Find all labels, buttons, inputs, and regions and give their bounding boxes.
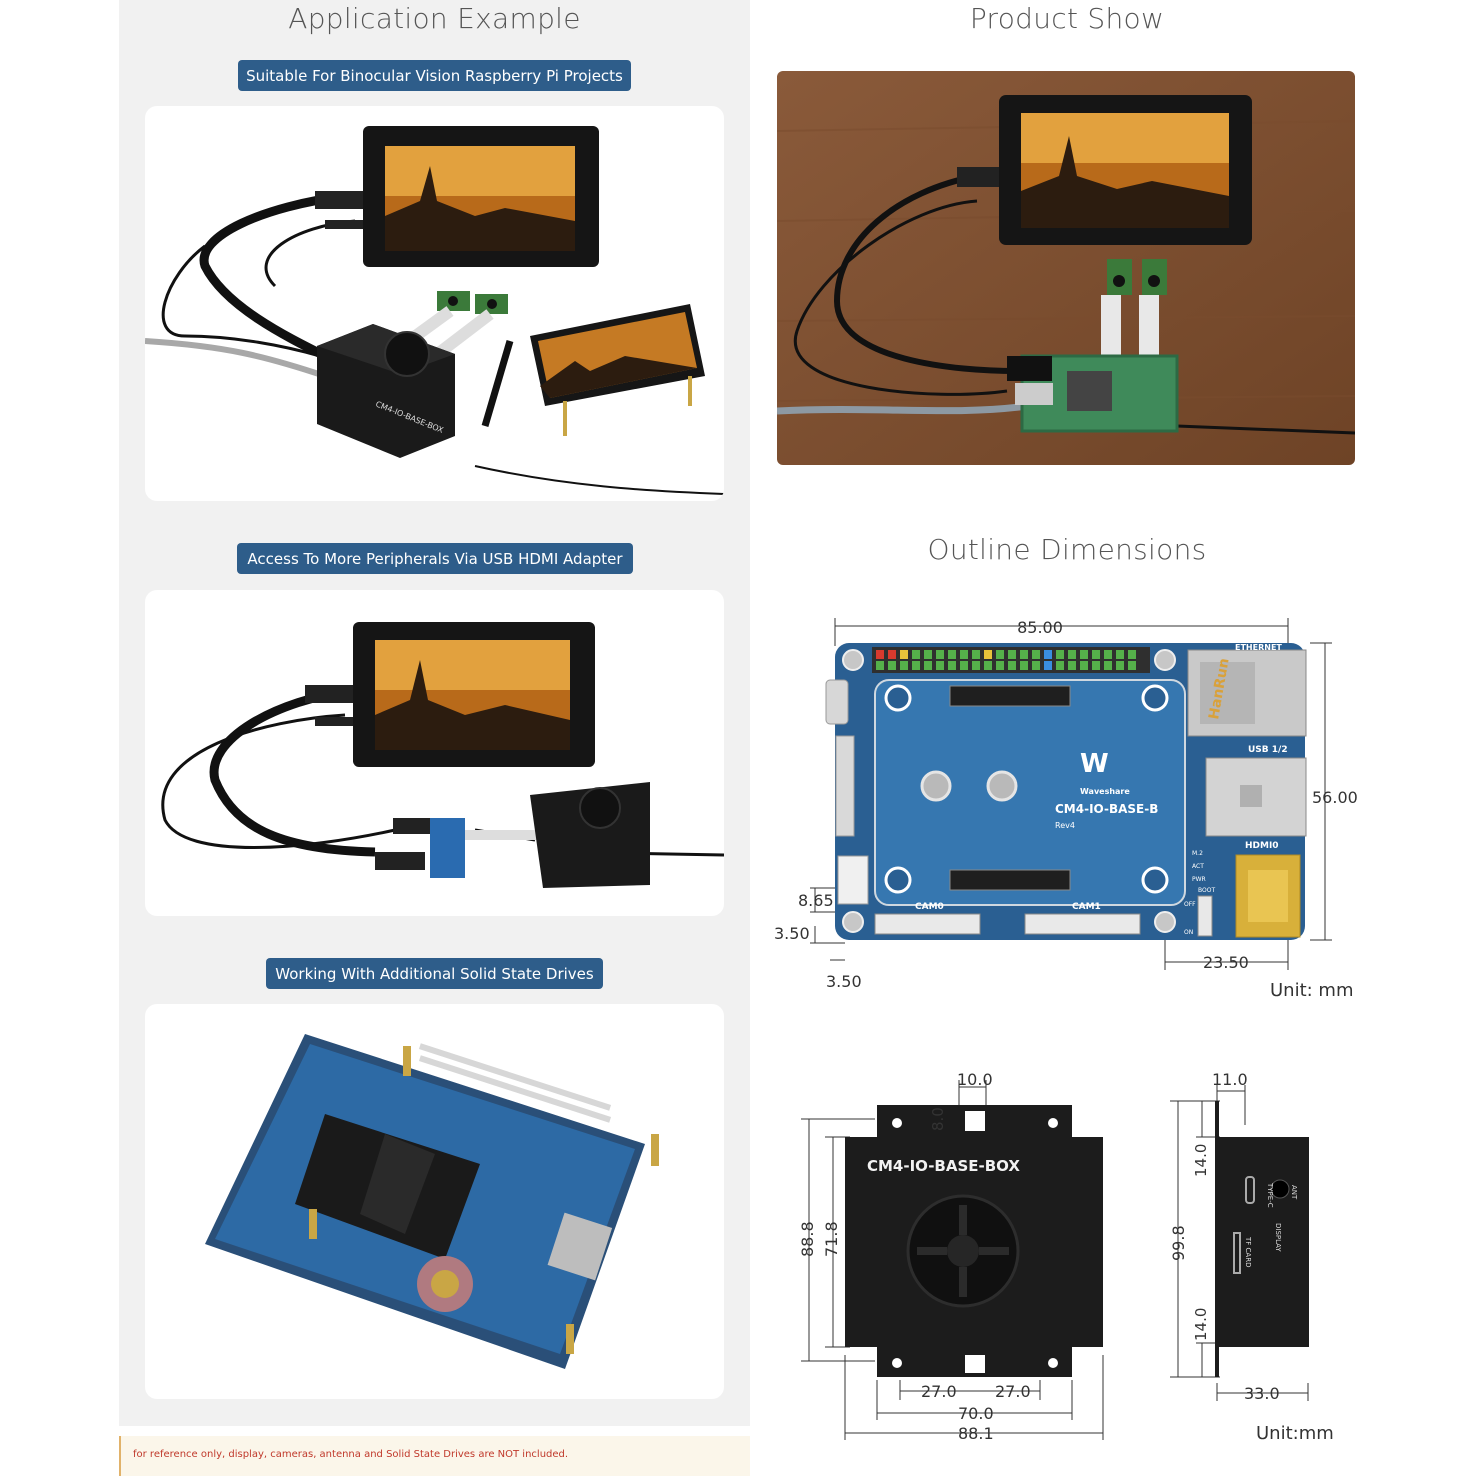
dim-350-b: 3.50 (826, 972, 862, 991)
ethernet-label: ETHERNET (1235, 643, 1282, 652)
dim-side-lower: 14.0 (1192, 1308, 1210, 1341)
hdmi-label: HDMI0 (1245, 841, 1279, 851)
binocular-setup-image: CM4-IO-BASE-BOX (145, 126, 724, 495)
cam1-label: CAM1 (1072, 902, 1101, 912)
dim-height: 56.00 (1312, 788, 1358, 807)
dim-top-height: 8.0 (929, 1107, 947, 1131)
disclaimer-note: for reference only, display, cameras, an… (119, 1436, 750, 1476)
cam0-label: CAM0 (915, 902, 944, 912)
svg-text:W: W (1080, 749, 1109, 779)
usb-label: USB 1/2 (1248, 745, 1288, 755)
product-show-photo (777, 71, 1355, 465)
ant-label: ANT (1290, 1185, 1298, 1200)
board-outline-drawing: CAM0 CAM1 HanRun ETHERNET USB 1/2 HDMI0 … (774, 618, 1358, 1001)
section-label-usb-hdmi: Access To More Peripherals Via USB HDMI … (237, 543, 633, 574)
dim-side-depth: 33.0 (1244, 1384, 1280, 1403)
dim-inner-height: 71.8 (822, 1221, 841, 1257)
on-label: ON (1184, 929, 1193, 936)
dim-865: 8.65 (798, 891, 834, 910)
product-photo-image (777, 71, 1355, 465)
dim-side-upper: 14.0 (1192, 1144, 1210, 1177)
outline-dimensions-title: Outline Dimensions (927, 533, 1207, 566)
section-label-ssd: Working With Additional Solid State Driv… (266, 958, 603, 989)
binocular-vision-card: CM4-IO-BASE-BOX (145, 106, 724, 501)
display-label: DISPLAY (1274, 1223, 1282, 1252)
dim-2350: 23.50 (1203, 953, 1249, 972)
dim-bottom-mid: 70.0 (958, 1404, 994, 1423)
dim-outer-height: 88.8 (798, 1221, 817, 1257)
m2-label: M.2 (1192, 850, 1203, 857)
act-label: ACT (1192, 863, 1204, 870)
box-front-drawing: CM4-IO-BASE-BOX 10.0 8.0 88.8 71.8 27.0 … (798, 1070, 1104, 1443)
dim-350-a: 3.50 (774, 924, 810, 943)
usb-hdmi-card (145, 590, 724, 916)
disclaimer-text: for reference only, display, cameras, an… (133, 1449, 569, 1460)
box-side-drawing: TYPE-C ANT TF CARD DISPLAY 11.0 14.0 99.… (1169, 1070, 1334, 1444)
typec-label: TYPE-C (1266, 1182, 1274, 1208)
dim-bottom-total: 88.1 (958, 1424, 994, 1443)
brand-label: Waveshare (1080, 787, 1130, 796)
dim-bottom-left: 27.0 (921, 1382, 957, 1401)
pwr-label: PWR (1192, 876, 1206, 883)
tfcard-label: TF CARD (1244, 1236, 1252, 1267)
dim-side-mid: 99.8 (1169, 1225, 1188, 1261)
ssd-card (145, 1004, 724, 1399)
box-front-label: CM4-IO-BASE-BOX (867, 1157, 1020, 1175)
board-unit: Unit: mm (1270, 980, 1354, 1001)
board-name: CM4-IO-BASE-B (1055, 802, 1158, 816)
usb-hdmi-setup-image (161, 622, 724, 888)
off-label: OFF (1184, 901, 1196, 908)
dim-side-top: 11.0 (1212, 1070, 1248, 1089)
dim-bottom-right: 27.0 (995, 1382, 1031, 1401)
section-label-binocular: Suitable For Binocular Vision Raspberry … (238, 60, 631, 91)
board-rev: Rev4 (1055, 821, 1075, 830)
application-example-title: Application Example (288, 2, 581, 35)
box-unit: Unit:mm (1256, 1423, 1334, 1444)
ssd-board-image (205, 1034, 659, 1369)
boot-label: BOOT (1198, 887, 1215, 894)
dim-width: 85.00 (1017, 618, 1063, 637)
product-show-title: Product Show (969, 2, 1165, 35)
dim-top-width: 10.0 (957, 1070, 993, 1089)
